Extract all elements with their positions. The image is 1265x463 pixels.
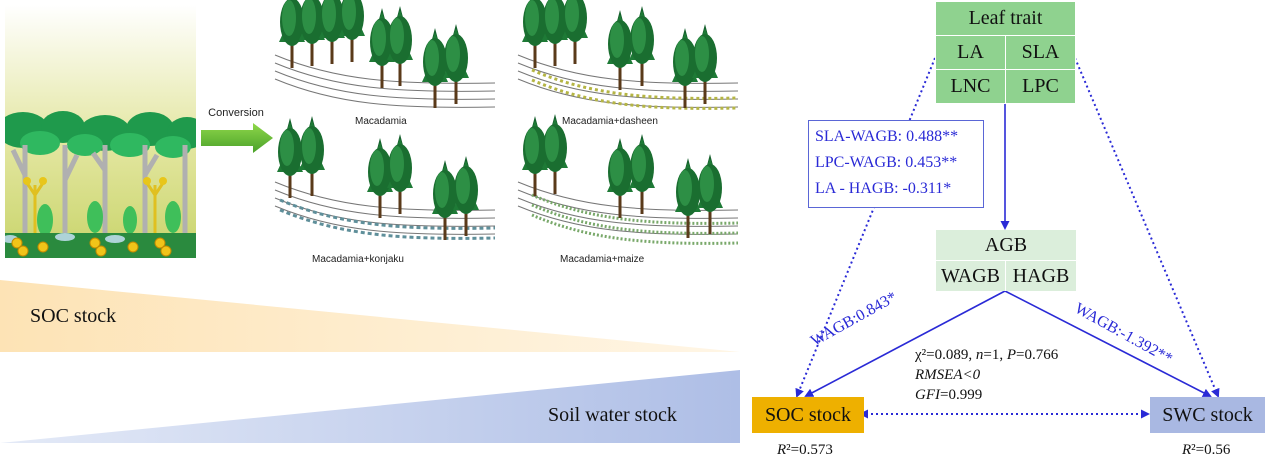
soc-gradient-label: SOC stock xyxy=(30,305,117,327)
water-wedge xyxy=(0,370,740,443)
system-label-konjaku: Macadamia+konjaku xyxy=(312,254,404,265)
system-label-maize: Macadamia+maize xyxy=(560,254,645,265)
fit-statistics: χ²=0.089, n=1, P=0.766 RMSEA<0 GFI=0.999 xyxy=(915,345,1058,405)
leaf-trait-la: LA xyxy=(935,35,1006,70)
leaf-trait-sla: SLA xyxy=(1005,35,1076,70)
conversion-label: Conversion xyxy=(208,107,264,119)
forest-illustration xyxy=(0,5,207,258)
agb-hagb: HAGB xyxy=(1006,261,1076,291)
leaf-trait-lnc: LNC xyxy=(935,69,1006,104)
fit-gfi-line: GFI=0.999 xyxy=(915,387,983,403)
fit-chi-line: χ²=0.089, n=1, P=0.766 xyxy=(915,347,1059,363)
agb-title: AGB xyxy=(936,230,1076,260)
soc-wedge xyxy=(0,280,740,352)
leaf-trait-title: Leaf trait xyxy=(935,1,1076,36)
stock-wedges xyxy=(0,280,740,443)
system-label-macadamia: Macadamia xyxy=(355,116,407,127)
conversion-arrow-icon xyxy=(201,123,273,153)
water-gradient-label: Soil water stock xyxy=(548,404,677,426)
system-macadamia-maize xyxy=(517,114,739,245)
effect-la-hagb: LA - HAGB: -0.311* xyxy=(815,180,952,197)
plantation-systems: Macadamia Macadamia+dasheen Macadamia+ko… xyxy=(274,0,739,265)
swc-stock-box: SWC stock xyxy=(1150,397,1265,433)
soc-stock-box: SOC stock xyxy=(752,397,864,433)
system-label-dasheen: Macadamia+dasheen xyxy=(562,116,658,127)
system-macadamia xyxy=(274,0,496,108)
effect-sla-wagb: SLA-WAGB: 0.488** xyxy=(815,128,959,145)
system-macadamia-dasheen xyxy=(517,0,739,110)
system-macadamia-konjaku xyxy=(274,116,496,240)
effect-lpc-wagb: LPC-WAGB: 0.453** xyxy=(815,154,958,171)
agb-wagb: WAGB xyxy=(936,261,1006,291)
trait-effects-box: SLA-WAGB: 0.488** LPC-WAGB: 0.453** LA -… xyxy=(808,120,984,208)
leaf-trait-lpc: LPC xyxy=(1005,69,1076,104)
soc-r2: R²=0.573 xyxy=(777,442,833,458)
path-model-arrows xyxy=(795,57,1220,419)
swc-r2: R²=0.56 xyxy=(1182,442,1231,458)
fit-rmsea-line: RMSEA<0 xyxy=(915,367,981,383)
